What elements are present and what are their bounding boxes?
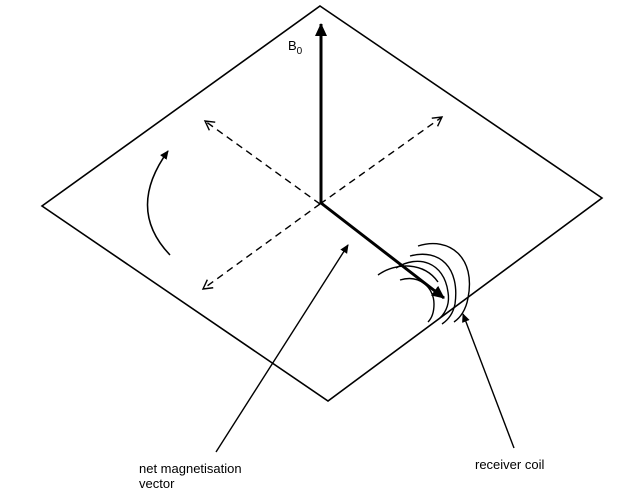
net-magnetisation-pointer — [215, 244, 349, 453]
b0-label: B0 — [288, 38, 303, 57]
dashed-axis-upper-right — [319, 116, 444, 205]
net-magnetisation-label-line2: vector — [139, 476, 175, 491]
receiver-coil-pointer — [462, 313, 515, 449]
transverse-plane — [40, 5, 604, 402]
receiver-coil-label: receiver coil — [475, 457, 544, 472]
b0-label-subscript: 0 — [297, 46, 303, 57]
b0-label-main: B — [288, 38, 297, 53]
receiver-coil-loops — [377, 242, 471, 325]
dashed-axis-upper-left — [203, 120, 321, 205]
net-magnetisation-label-line1: net magnetisation — [139, 461, 242, 476]
dashed-axis-lower-left — [201, 203, 321, 290]
rotation-arrow — [146, 150, 171, 256]
